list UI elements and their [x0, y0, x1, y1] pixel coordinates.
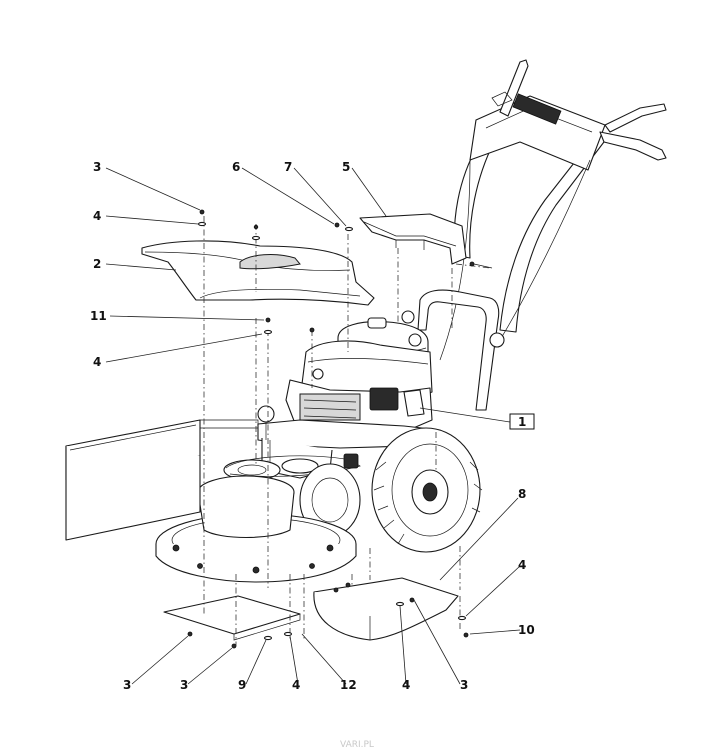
watermark: VARI.PL	[340, 740, 374, 750]
assembly-lines	[203, 216, 491, 646]
belt-cover	[141, 240, 375, 306]
handlebar-assembly	[401, 59, 667, 411]
callout-labels: 3 4 2 11 4 6 7 5 1 8 4 10 3 3 9 4 12 4 3	[90, 160, 535, 692]
callout-5: 5	[342, 160, 350, 174]
callout-3: 3	[123, 678, 131, 692]
callout-4: 4	[93, 355, 101, 369]
cutting-disc	[155, 475, 357, 583]
side-shield	[65, 419, 259, 541]
engine-guard	[359, 213, 467, 265]
adjust-knob	[257, 405, 275, 423]
pivot-knob-left	[401, 310, 415, 324]
curved-skid	[313, 577, 459, 641]
callout-12: 12	[340, 678, 357, 692]
rear-wheel	[299, 463, 361, 537]
engine	[285, 317, 433, 437]
drive-wheel	[371, 427, 483, 553]
right-grip	[599, 131, 667, 161]
callout-2: 2	[93, 257, 101, 271]
callout-3: 3	[180, 678, 188, 692]
hardware	[197, 209, 493, 641]
callout-4: 4	[402, 678, 410, 692]
callout-1-box	[509, 413, 535, 430]
callout-3: 3	[93, 160, 101, 174]
callout-4: 4	[518, 558, 526, 572]
guard-plate	[163, 595, 301, 649]
brand-plate	[512, 93, 562, 125]
leader-lines	[105, 167, 521, 685]
callout-4: 4	[93, 209, 101, 223]
callout-8: 8	[518, 487, 526, 501]
callout-4: 4	[292, 678, 300, 692]
callout-11: 11	[90, 309, 107, 323]
callout-6: 6	[232, 160, 240, 174]
pivot-knob-right	[489, 332, 505, 348]
callout-7: 7	[284, 160, 292, 174]
callout-10: 10	[518, 623, 535, 637]
callout-9: 9	[238, 678, 246, 692]
callout-3: 3	[460, 678, 468, 692]
callout-1: 1	[518, 415, 526, 429]
